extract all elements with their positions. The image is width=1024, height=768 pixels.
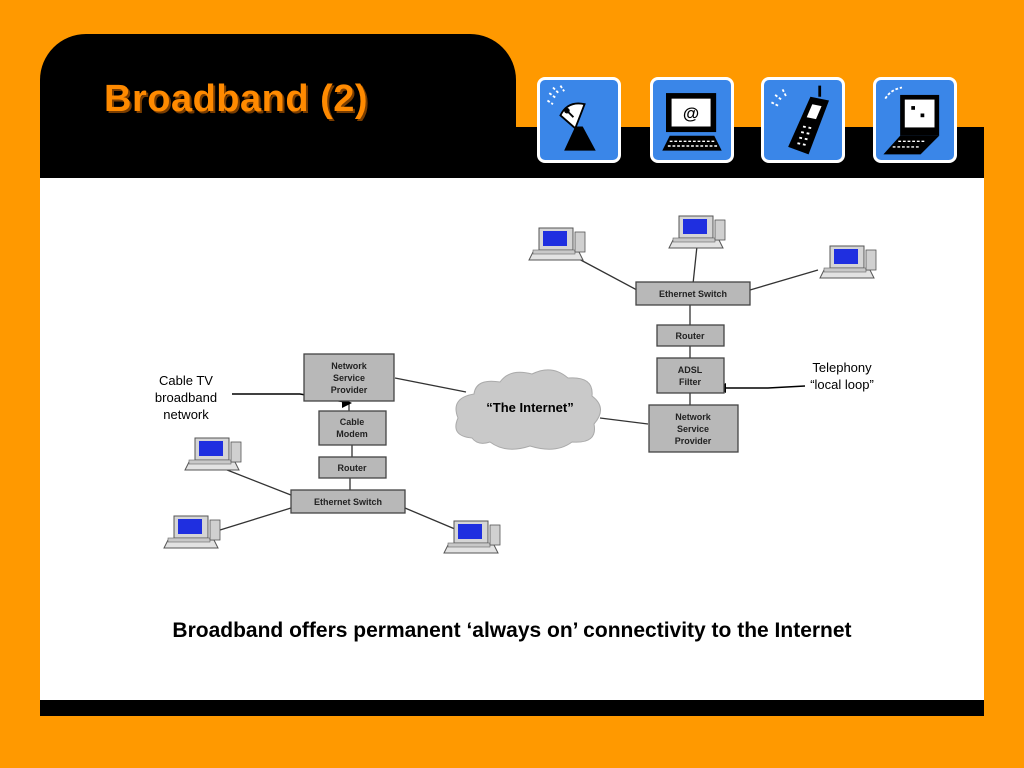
right-nsp-label-line: Service: [677, 424, 709, 434]
adsl-filter-label-line: ADSL: [678, 365, 703, 375]
slide-caption: Broadband offers permanent ‘always on’ c…: [172, 619, 852, 642]
mobile-phone-icon: [761, 77, 845, 163]
right-router-node: Router: [656, 324, 725, 347]
telephony-label-line: “local loop”: [810, 377, 874, 392]
left-router-node: Router: [318, 456, 387, 479]
adsl-filter-node: ADSL Filter: [656, 357, 725, 394]
left-ethernet-switch-node: Ethernet Switch: [290, 489, 406, 514]
cable-modem-label-line: Cable: [340, 417, 365, 427]
left-router-label: Router: [338, 463, 367, 473]
right-nsp-label-line: Network: [675, 412, 712, 422]
computer-icon: [184, 437, 242, 471]
cable-tv-label-line: network: [163, 407, 209, 422]
right-router-label: Router: [676, 331, 705, 341]
cable-modem-node: Cable Modem: [318, 410, 387, 446]
left-switch-label: Ethernet Switch: [314, 497, 382, 507]
telephony-arrow: [716, 383, 806, 393]
left-nsp-label-line: Service: [333, 373, 365, 383]
cable-tv-label: Cable TV broadband network: [155, 373, 217, 422]
right-ethernet-switch-node: Ethernet Switch: [635, 281, 751, 306]
cable-tv-label-line: Cable TV: [159, 373, 213, 388]
footer-bar: [40, 700, 984, 716]
computer-icon: [443, 520, 501, 554]
satellite-dish-icon: [537, 77, 621, 163]
slide-title: Broadband (2): [104, 78, 369, 120]
internet-cloud: “The Internet”: [455, 369, 601, 450]
computer-icon: [528, 227, 586, 261]
connection-lines: [219, 245, 819, 533]
right-switch-label: Ethernet Switch: [659, 289, 727, 299]
computer-icon: [668, 215, 726, 249]
internet-cloud-label: “The Internet”: [486, 400, 573, 415]
adsl-filter-label-line: Filter: [679, 377, 702, 387]
svg-text:@: @: [683, 104, 699, 123]
telephony-label-line: Telephony: [812, 360, 872, 375]
cable-tv-label-line: broadband: [155, 390, 217, 405]
computer-email-icon: @: [650, 77, 734, 163]
right-nsp-label-line: Provider: [675, 436, 712, 446]
left-nsp-node: Network Service Provider: [303, 353, 395, 402]
telephony-label: Telephony “local loop”: [810, 360, 874, 392]
left-nsp-label-line: Provider: [331, 385, 368, 395]
pda-icon: [873, 77, 957, 163]
right-nsp-node: Network Service Provider: [648, 404, 739, 453]
cable-modem-label-line: Modem: [336, 429, 368, 439]
computer-icon: [163, 515, 221, 549]
left-nsp-label-line: Network: [331, 361, 368, 371]
computer-icon: [819, 245, 877, 279]
